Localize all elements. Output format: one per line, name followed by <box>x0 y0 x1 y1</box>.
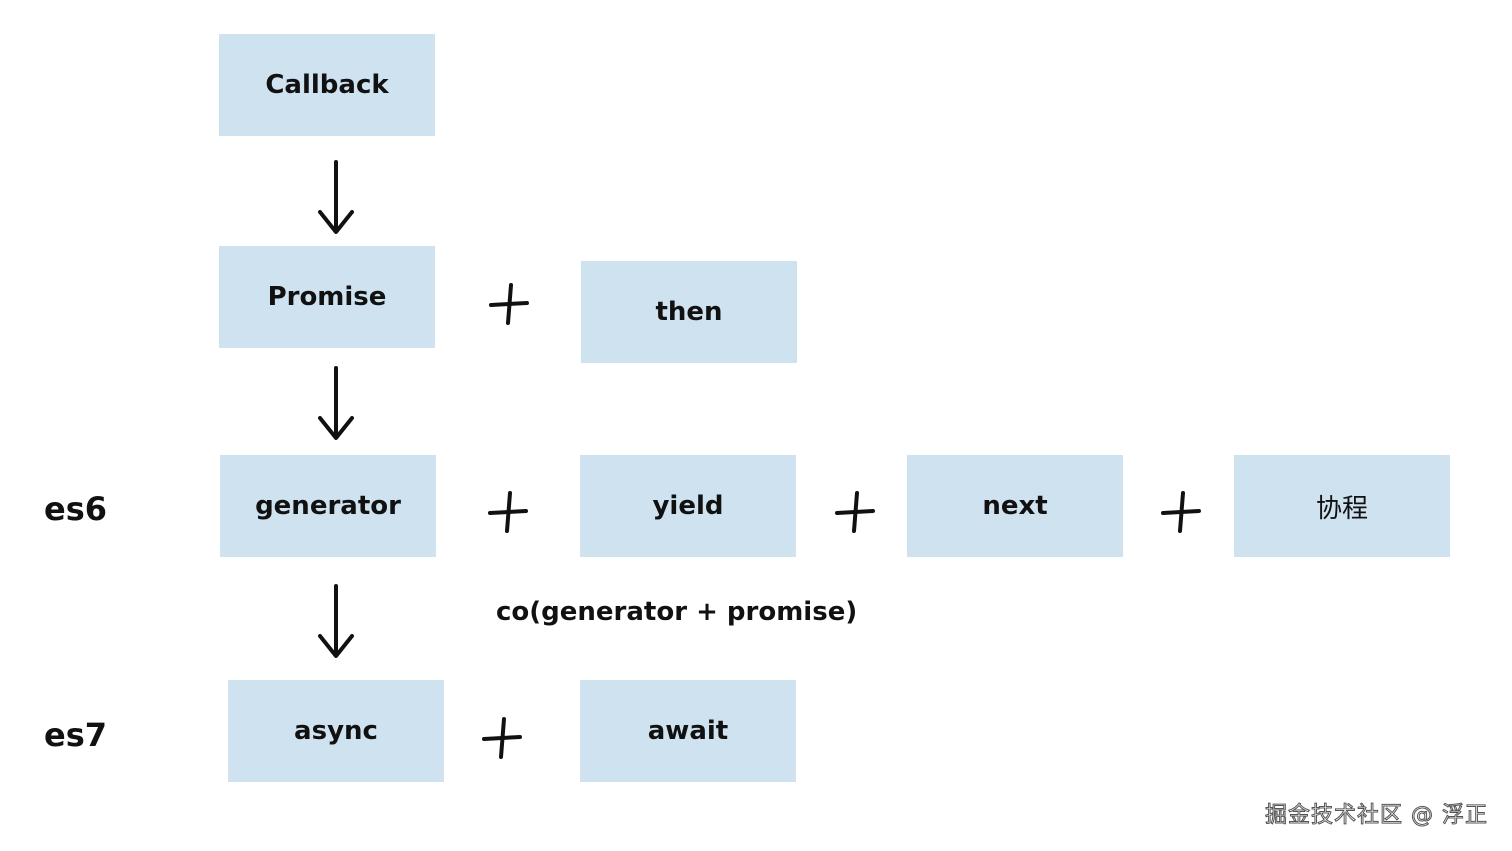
plus-icon <box>1161 491 1201 533</box>
plus-icon <box>482 717 522 759</box>
es6-label: es6 <box>44 490 108 528</box>
plus-icon <box>489 283 529 325</box>
connector-caption: co(generator + promise) <box>496 597 858 627</box>
then-box: then <box>581 261 797 363</box>
promise-label: Promise <box>267 282 387 312</box>
then-label: then <box>655 297 723 327</box>
await-box: await <box>580 680 796 782</box>
yield-box: yield <box>580 455 796 557</box>
generator-box: generator <box>220 455 436 557</box>
callback-box: Callback <box>219 34 435 136</box>
plus-icon <box>835 491 875 533</box>
promise-box: Promise <box>219 246 435 348</box>
await-label: await <box>647 716 729 746</box>
next-label: next <box>982 491 1048 521</box>
next-box: next <box>907 455 1123 557</box>
arrow-down-icon <box>318 366 354 440</box>
arrow-down-icon <box>318 584 354 658</box>
async-label: async <box>294 716 378 746</box>
watermark: 掘金技术社区 @ 浮正 <box>1265 803 1488 829</box>
coroutine-label: 协程 <box>1315 493 1368 524</box>
arrow-down-icon <box>318 160 354 234</box>
callback-label: Callback <box>265 70 389 100</box>
generator-label: generator <box>255 491 401 521</box>
async-box: async <box>228 680 444 782</box>
yield-label: yield <box>652 491 724 521</box>
es7-label: es7 <box>44 716 108 754</box>
coroutine-box: 协程 <box>1234 455 1450 557</box>
plus-icon <box>488 491 528 533</box>
